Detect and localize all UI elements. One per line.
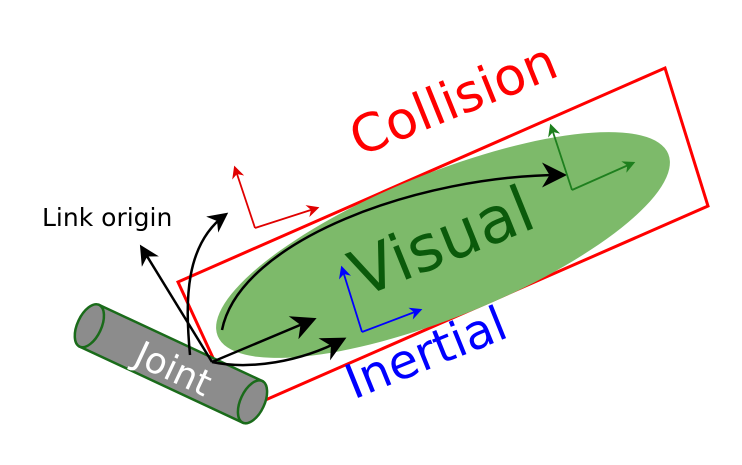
visual-frame xyxy=(548,123,636,191)
visual-ellipse xyxy=(216,132,670,358)
arrow-to-visual-frame xyxy=(220,162,567,331)
collision-frame xyxy=(232,165,320,229)
arrow-to-inertial-frame xyxy=(211,337,347,367)
inertial-frame xyxy=(338,265,423,333)
joint-cylinder xyxy=(73,303,269,425)
arrow-to-collision-frame xyxy=(186,212,229,356)
link-origin-frame xyxy=(139,244,317,364)
link-origin-label: Link origin xyxy=(42,203,172,232)
